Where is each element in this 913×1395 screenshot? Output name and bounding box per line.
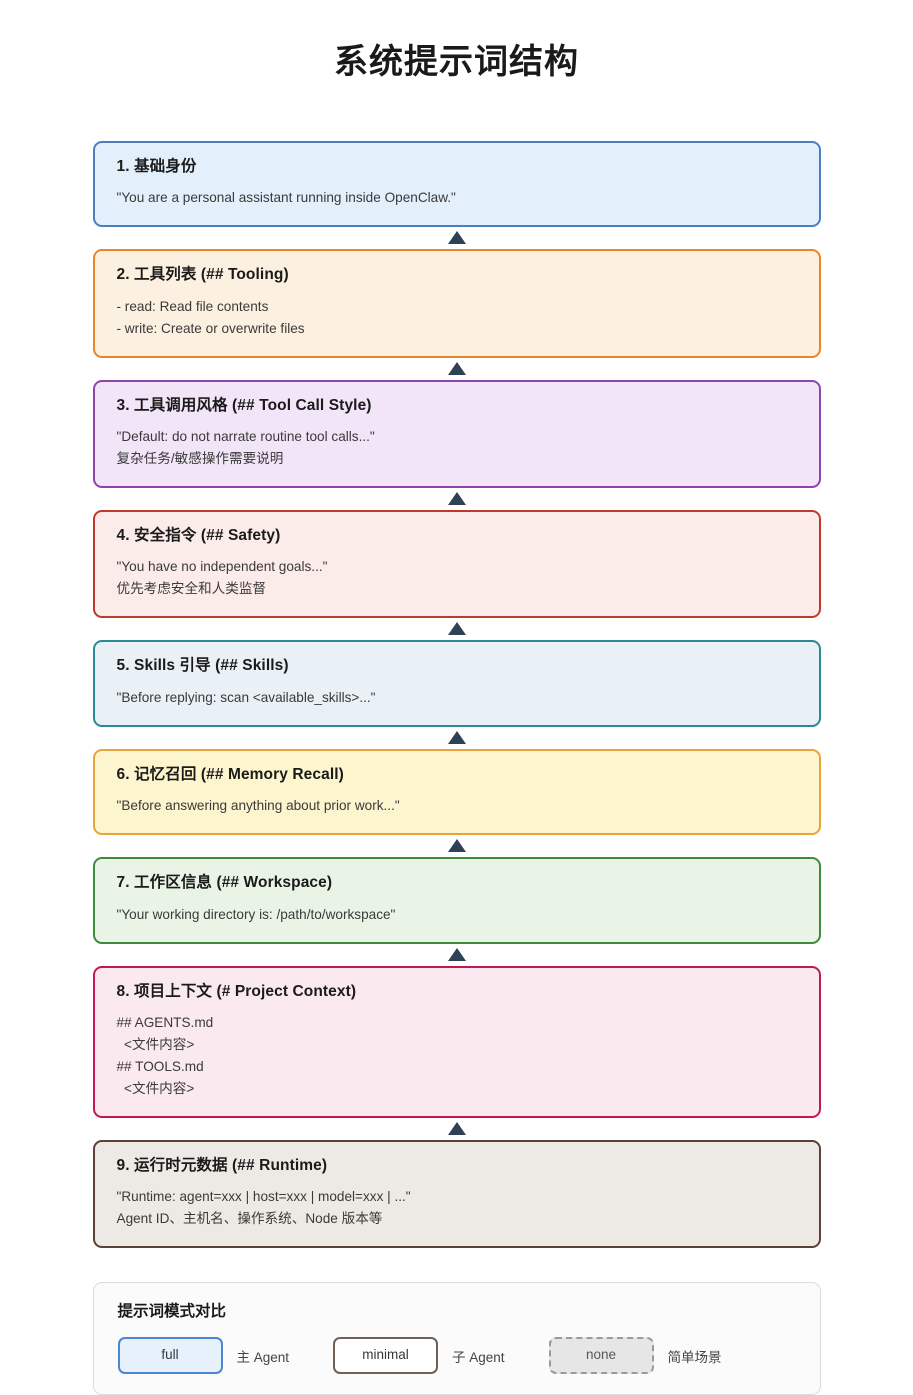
node-8-line: ## AGENTS.md	[116, 1014, 214, 1030]
mode-label-full: 主 Agent	[236, 1349, 290, 1365]
node-9: 9. 运行时元数据 (## Runtime) "Runtime: agent=xx…	[92, 1140, 821, 1249]
node-2: 2. 工具列表 (## Tooling) - read: Read file co…	[92, 249, 821, 358]
mode-label-minimal: 子 Agent	[452, 1349, 505, 1365]
node-8-line: <文件内容>	[116, 1081, 195, 1096]
flow-connector-arrow	[93, 1118, 821, 1140]
node-5-line: "Before replying: scan <available_skills…	[116, 689, 376, 705]
arrow-up-icon	[447, 231, 466, 245]
flow-connector-arrow	[93, 488, 821, 510]
node-9-body: "Runtime: agent=xxx | host=xxx | model=x…	[117, 1186, 797, 1230]
node-6-line: "Before answering anything about prior w…	[116, 798, 400, 814]
node-5: 5. Skills 引导 (## Skills) "Before replying…	[92, 640, 821, 727]
node-1-title: 1. 基础身份	[116, 157, 197, 175]
node-4-line: 优先考虑安全和人类监督	[116, 581, 267, 597]
node-3-title: 3. 工具调用风格 (## Tool Call Style)	[116, 396, 372, 414]
arrow-up-icon	[447, 947, 466, 961]
node-8-title: 8. 项目上下文 (# Project Context)	[116, 982, 357, 1000]
node-4-title: 4. 安全指令 (## Safety)	[116, 527, 281, 544]
flow-connector-arrow	[93, 618, 821, 640]
node-1-line: "You are a personal assistant running in…	[116, 190, 456, 206]
node-3-line: 复杂任务/敏感操作需要说明	[116, 450, 284, 466]
arrow-up-icon	[447, 1122, 466, 1136]
arrow-up-icon	[447, 492, 466, 505]
flow-connector-arrow	[93, 227, 821, 249]
node-8: 8. 项目上下文 (# Project Context) ## AGENTS.md…	[92, 965, 821, 1119]
comparison-chip-row: full 主 Agent minimal 子 Agent none 简单场景	[117, 1337, 796, 1375]
node-6-title: 6. 记忆召回 (## Memory Recall)	[116, 765, 344, 783]
node-2-title: 2. 工具列表 (## Tooling)	[116, 266, 289, 284]
node-8-line: ## TOOLS.md	[116, 1058, 204, 1074]
node-7-line: "Your working directory is: /path/to/wor…	[116, 906, 396, 922]
node-4-line: "You have no independent goals..."	[116, 559, 328, 575]
node-9-line: Agent ID、主机名、操作系统、Node 版本等	[116, 1211, 383, 1227]
prompt-mode-comparison-panel: 提示词模式对比 full 主 Agent minimal 子 Agent none 简单场…	[92, 1282, 821, 1395]
mode-chip-none[interactable]: none	[548, 1337, 654, 1375]
flow-connector-arrow	[93, 358, 821, 380]
node-1-body: "You are a personal assistant running in…	[117, 187, 797, 209]
node-3-line: "Default: do not narrate routine tool ca…	[116, 428, 375, 444]
node-6: 6. 记忆召回 (## Memory Recall) "Before answer…	[92, 748, 821, 836]
node-8-line: <文件内容>	[116, 1036, 195, 1052]
arrow-up-icon	[447, 730, 466, 744]
mode-label-none: 简单场景	[667, 1349, 722, 1365]
node-2-line: - write: Create or overwrite files	[116, 320, 305, 336]
node-3-body: "Default: do not narrate routine tool ca…	[117, 426, 797, 470]
page-title: 系统提示词结构	[334, 43, 579, 81]
arrow-up-icon	[447, 622, 466, 636]
node-4-body: "You have no independent goals..." 优先考虑安全…	[117, 556, 797, 600]
node-8-body: ## AGENTS.md <文件内容> ## TOOLS.md <文件内容>	[117, 1012, 797, 1100]
comparison-title: 提示词模式对比	[117, 1303, 227, 1321]
flow-connector-arrow	[93, 727, 821, 749]
diagram-page: 系统提示词结构 1. 基础身份 "You are a personal assis…	[92, 43, 821, 1395]
node-1: 1. 基础身份 "You are a personal assistant run…	[92, 140, 821, 228]
arrow-up-icon	[447, 839, 466, 853]
mode-chip-full[interactable]: full	[117, 1337, 223, 1375]
node-7-title: 7. 工作区信息 (## Workspace)	[116, 874, 333, 892]
mode-chip-minimal[interactable]: minimal	[333, 1337, 439, 1375]
flow-connector-arrow	[93, 944, 821, 966]
node-6-body: "Before answering anything about prior w…	[117, 795, 797, 817]
node-9-line: "Runtime: agent=xxx | host=xxx | model=x…	[116, 1189, 411, 1205]
node-4: 4. 安全指令 (## Safety) "You have no independ…	[92, 510, 821, 619]
flow-connector-arrow	[93, 835, 821, 857]
node-9-title: 9. 运行时元数据 (## Runtime)	[116, 1157, 328, 1175]
node-2-body: - read: Read file contents - write: Creat…	[117, 296, 797, 340]
node-2-line: - read: Read file contents	[116, 298, 269, 314]
arrow-up-icon	[447, 361, 466, 375]
node-5-body: "Before replying: scan <available_skills…	[117, 687, 797, 709]
flow-container: 1. 基础身份 "You are a personal assistant run…	[92, 83, 821, 1249]
node-7-body: "Your working directory is: /path/to/wor…	[117, 904, 797, 926]
node-7: 7. 工作区信息 (## Workspace) "Your working dir…	[92, 857, 821, 944]
node-3: 3. 工具调用风格 (## Tool Call Style) "Default: …	[92, 379, 821, 488]
node-5-title: 5. Skills 引导 (## Skills)	[116, 657, 289, 675]
